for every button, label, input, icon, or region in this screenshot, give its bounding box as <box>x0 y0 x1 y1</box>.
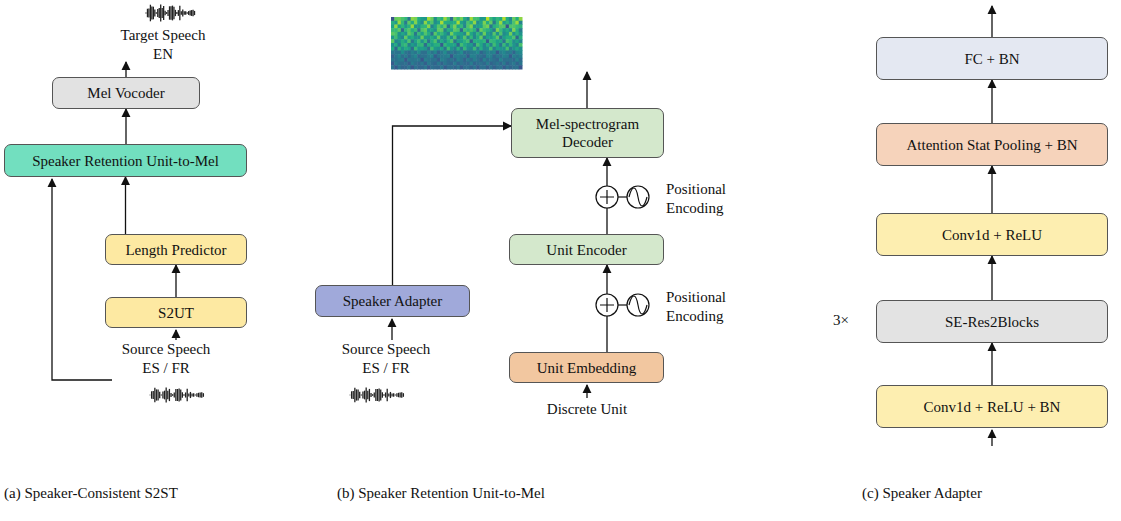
box-label: SE-Res2Blocks <box>945 313 1039 331</box>
conv-box: Conv1d + ReLU + BN <box>876 385 1108 428</box>
predictor-box: Length Predictor <box>105 234 247 265</box>
encoding-label: Positional Encoding <box>666 288 756 326</box>
box-label: Length Predictor <box>125 241 226 259</box>
conv-box: Conv1d + ReLU <box>876 213 1108 256</box>
box-label: Mel-spectrogram Decoder <box>518 115 657 151</box>
spectrogram <box>391 17 523 70</box>
adapter-box: Speaker Adapter <box>315 285 470 317</box>
box-label: Speaker Retention Unit-to-Mel <box>32 152 219 170</box>
flow-arrow <box>991 343 992 385</box>
box-label: FC + BN <box>964 50 1019 68</box>
source-label: Source Speech ES / FR <box>112 340 220 378</box>
encoder-box: Unit Encoder <box>509 234 664 265</box>
flow-arrow <box>125 177 126 234</box>
input-arrow <box>391 319 392 340</box>
input-arrow <box>586 385 587 398</box>
flow-arrow <box>991 166 992 213</box>
box-label: Mel Vocoder <box>87 84 164 102</box>
input-arrow <box>175 330 176 340</box>
layout-arrows <box>52 6 992 446</box>
vocoder-box: Mel Vocoder <box>52 77 200 109</box>
output-arrow <box>586 72 587 108</box>
flow-arrow <box>175 265 176 297</box>
box-label: S2UT <box>158 304 194 322</box>
box-label: Unit Embedding <box>537 359 637 377</box>
output-arrow <box>991 6 992 37</box>
flow-arrow <box>991 80 992 123</box>
embedding-box: Unit Embedding <box>509 352 664 383</box>
caption: (c) Speaker Adapter <box>862 484 1062 503</box>
box-label: Speaker Adapter <box>343 292 443 310</box>
input-arrow <box>991 430 992 446</box>
target-label: Target Speech EN <box>112 26 214 64</box>
caption: (a) Speaker-Consistent S2ST <box>4 484 264 503</box>
box-label: Attention Stat Pooling + BN <box>907 136 1078 154</box>
box-label: Unit Encoder <box>546 241 626 259</box>
unit-to-mel-box: Speaker Retention Unit-to-Mel <box>4 144 247 177</box>
box-label: Conv1d + ReLU + BN <box>924 398 1061 416</box>
decoder-box: Mel-spectrogram Decoder <box>511 108 664 158</box>
s2ut-box: S2UT <box>105 297 247 328</box>
res2block-box: SE-Res2Blocks <box>876 300 1108 343</box>
repeat-count: 3× <box>826 311 856 330</box>
input-label: Discrete Unit <box>537 400 637 419</box>
fc-box: FC + BN <box>876 37 1108 80</box>
encoding-label: Positional Encoding <box>666 180 756 218</box>
pooling-box: Attention Stat Pooling + BN <box>876 123 1108 166</box>
flow-arrow <box>125 109 126 144</box>
bypass-arrow <box>52 179 112 380</box>
source-label: Source Speech ES / FR <box>332 340 440 378</box>
flow-arrow <box>393 126 512 285</box>
box-label: Conv1d + ReLU <box>942 226 1042 244</box>
flow-arrow <box>991 256 992 300</box>
output-arrow <box>125 62 126 77</box>
caption: (b) Speaker Retention Unit-to-Mel <box>337 484 597 503</box>
